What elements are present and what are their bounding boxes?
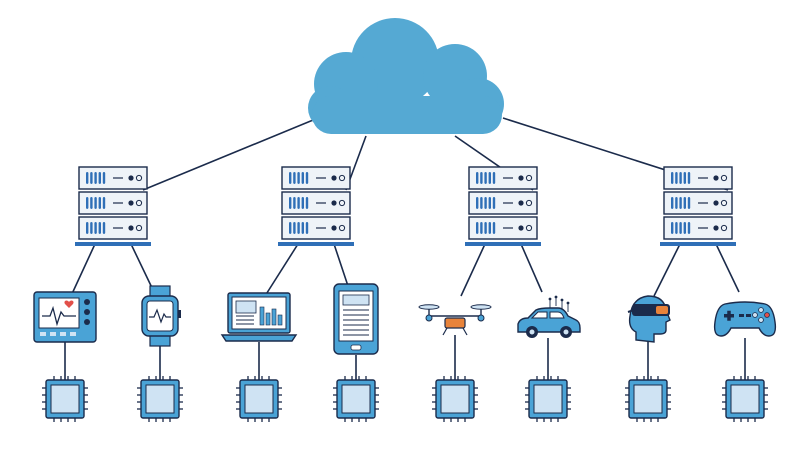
microchip-icon [42, 376, 88, 422]
smartwatch-icon [141, 285, 181, 347]
smart-car-icon [517, 295, 581, 338]
server-rack-icon [465, 166, 541, 246]
microchip-icon [722, 376, 768, 422]
connection-lines [64, 117, 746, 380]
tablet-icon [333, 283, 379, 355]
server-device-link [520, 243, 543, 293]
microchip-icon [432, 376, 478, 422]
server-device-link [130, 243, 155, 293]
server-layer [75, 166, 736, 246]
server-rack-icon [75, 166, 151, 246]
cloud-layer [308, 18, 504, 134]
cloud-icon [308, 18, 504, 134]
microchip-icon [525, 376, 571, 422]
vr-headset-icon [627, 295, 671, 343]
heart-monitor-icon [33, 291, 97, 343]
laptop-icon [220, 292, 298, 342]
server-device-link [715, 243, 740, 293]
microchip-icon [236, 376, 282, 422]
server-rack-icon [660, 166, 736, 246]
server-rack-icon [278, 166, 354, 246]
server-device-link [70, 243, 96, 297]
server-device-link [653, 243, 681, 297]
device-layer [33, 283, 777, 355]
drone-icon [418, 304, 492, 336]
microchip-icon [333, 376, 379, 422]
gamepad-icon [713, 301, 777, 337]
cloud-server-link [142, 117, 319, 191]
server-device-link [460, 243, 486, 297]
server-device-link [264, 243, 299, 297]
microchip-icon [625, 376, 671, 422]
microchip-icon [137, 376, 183, 422]
chip-layer [42, 376, 768, 422]
